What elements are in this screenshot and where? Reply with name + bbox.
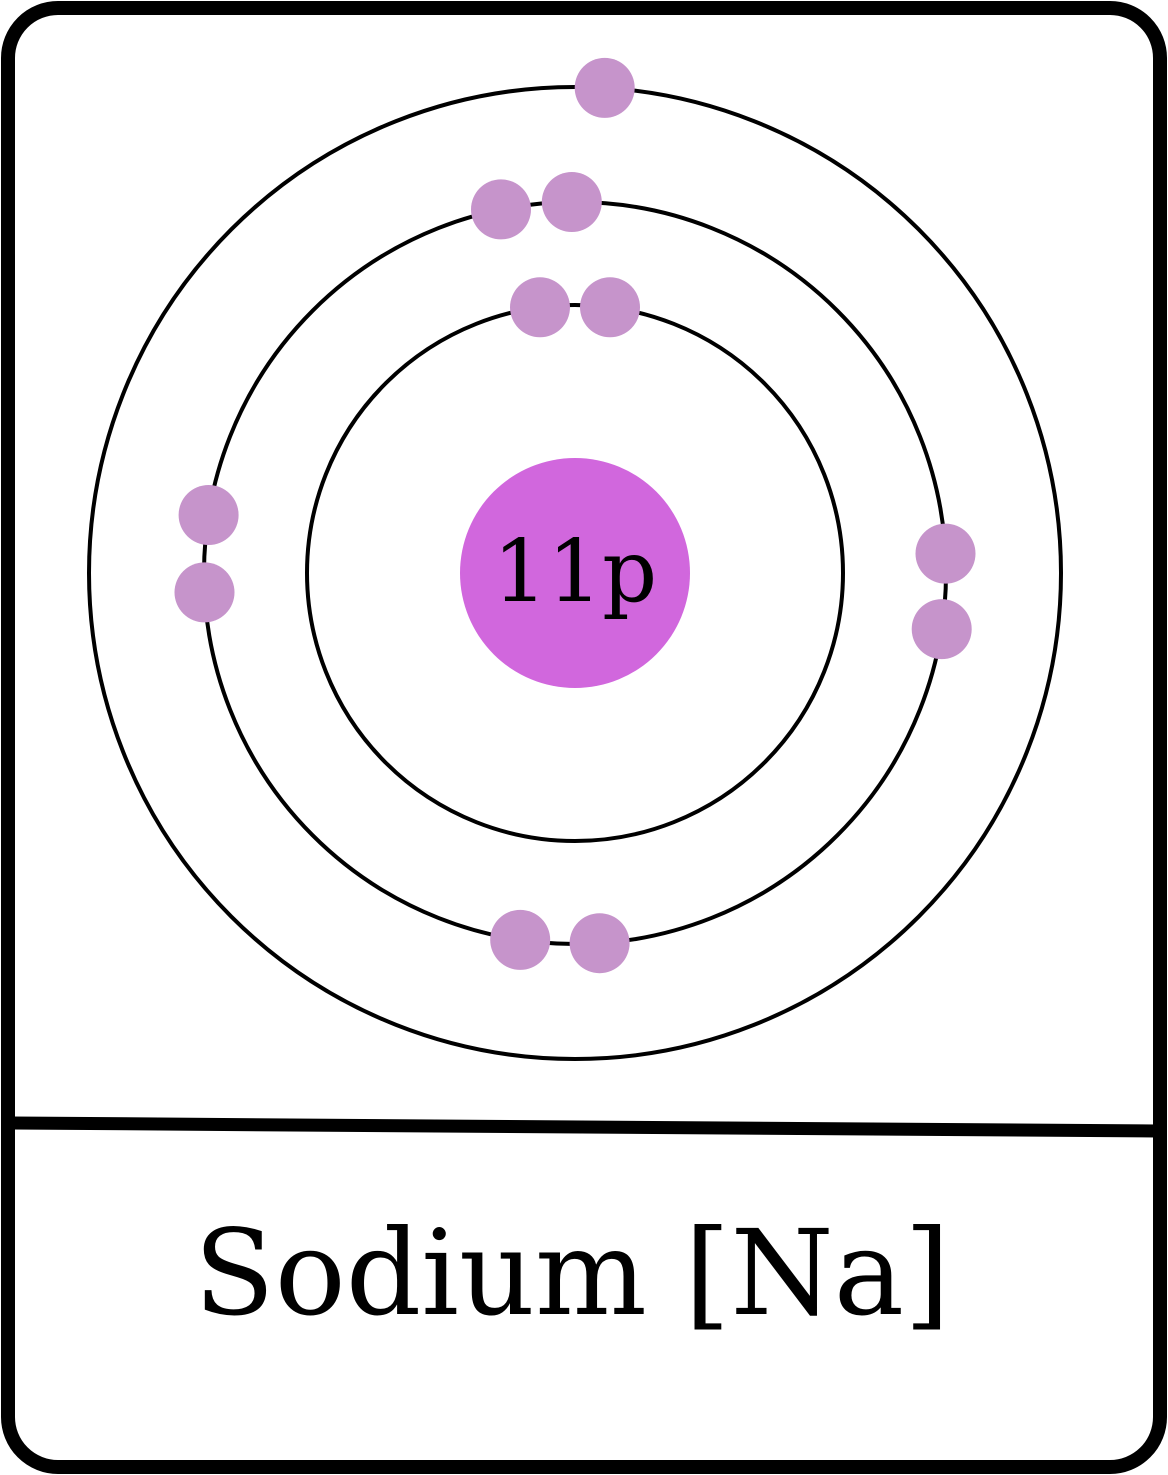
electron-shell-1 <box>580 277 640 338</box>
electron-shell-2 <box>471 179 531 240</box>
shell-1 <box>305 303 845 843</box>
electron-shell-2 <box>541 172 602 232</box>
electron-shell-3 <box>574 57 635 118</box>
nucleus-label: 11p <box>493 522 657 622</box>
nucleus <box>460 458 690 688</box>
element-name-label: Sodium [Na] <box>194 1204 950 1342</box>
electron-shell-2 <box>915 523 976 584</box>
electron-shell-1 <box>510 277 570 338</box>
divider-line <box>11 1116 1157 1138</box>
electrons-group <box>174 57 976 974</box>
electron-shell-2 <box>178 485 239 545</box>
electron-shell-2 <box>569 913 630 974</box>
electron-shell-2 <box>911 599 972 660</box>
electron-shell-2 <box>490 909 551 970</box>
electron-shell-2 <box>174 562 235 623</box>
